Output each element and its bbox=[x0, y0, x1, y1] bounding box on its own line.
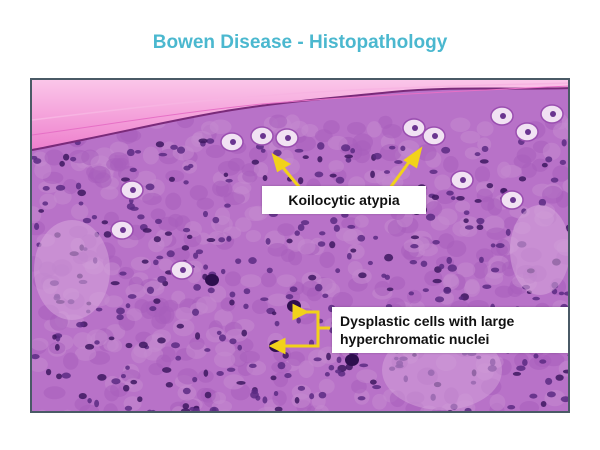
histology-image bbox=[32, 80, 568, 411]
dysplastic-label-line1: Dysplastic cells with large bbox=[340, 313, 515, 329]
dermal-papilla bbox=[34, 220, 110, 320]
koilocytic-atypia-label: Koilocytic atypia bbox=[262, 186, 426, 214]
dermal-papilla bbox=[510, 205, 568, 295]
stratum-corneum bbox=[32, 80, 568, 150]
page-title: Bowen Disease - Histopathology bbox=[152, 32, 448, 53]
dysplastic-cells-label: Dysplastic cells with large hyperchromat… bbox=[332, 307, 568, 353]
dysplastic-label-line2: hyperchromatic nuclei bbox=[340, 331, 490, 347]
dysplastic-arrows bbox=[268, 303, 330, 355]
histology-figure: Koilocytic atypia Dysplastic cells with … bbox=[30, 78, 570, 413]
koilocytes bbox=[110, 104, 564, 366]
